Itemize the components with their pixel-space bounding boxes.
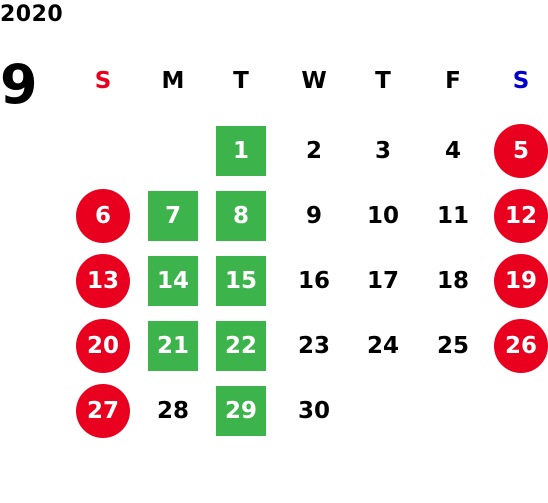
day-cell[interactable]: 9 — [305, 203, 322, 229]
weekday-header: W — [301, 68, 327, 94]
day-cell[interactable]: 6 — [76, 189, 130, 243]
day-cell[interactable]: 4 — [444, 138, 461, 164]
day-cell[interactable]: 11 — [436, 203, 469, 229]
day-cell[interactable]: 19 — [494, 254, 548, 308]
calendar-month: 9 — [0, 53, 38, 116]
calendar-year: 2020 — [0, 2, 64, 27]
day-cell[interactable]: 2 — [305, 138, 322, 164]
day-cell[interactable]: 1 — [216, 126, 266, 176]
day-cell[interactable]: 17 — [366, 268, 399, 294]
day-cell[interactable]: 29 — [216, 386, 266, 436]
day-cell[interactable]: 10 — [366, 203, 399, 229]
day-cell[interactable]: 8 — [216, 191, 266, 241]
day-cell[interactable]: 26 — [494, 319, 548, 373]
day-cell[interactable]: 5 — [494, 124, 548, 178]
day-cell[interactable]: 12 — [494, 189, 548, 243]
day-cell[interactable]: 28 — [156, 398, 189, 424]
day-cell[interactable]: 24 — [366, 333, 399, 359]
day-cell[interactable]: 30 — [297, 398, 330, 424]
weekday-header: T — [375, 68, 391, 94]
day-cell[interactable]: 7 — [148, 191, 198, 241]
day-cell[interactable]: 18 — [436, 268, 469, 294]
day-cell[interactable]: 21 — [148, 321, 198, 371]
day-cell[interactable]: 15 — [216, 256, 266, 306]
day-cell[interactable]: 13 — [76, 254, 130, 308]
day-cell[interactable]: 14 — [148, 256, 198, 306]
day-cell[interactable]: 27 — [76, 384, 130, 438]
day-cell[interactable]: 22 — [216, 321, 266, 371]
weekday-header: S — [94, 68, 112, 94]
day-cell[interactable]: 25 — [436, 333, 469, 359]
day-cell[interactable]: 3 — [374, 138, 391, 164]
day-cell[interactable]: 20 — [76, 319, 130, 373]
day-cell[interactable]: 23 — [297, 333, 330, 359]
day-cell[interactable]: 16 — [297, 268, 330, 294]
weekday-header: T — [233, 68, 249, 94]
weekday-header: M — [161, 68, 185, 94]
weekday-header: S — [512, 68, 530, 94]
weekday-header: F — [445, 68, 461, 94]
